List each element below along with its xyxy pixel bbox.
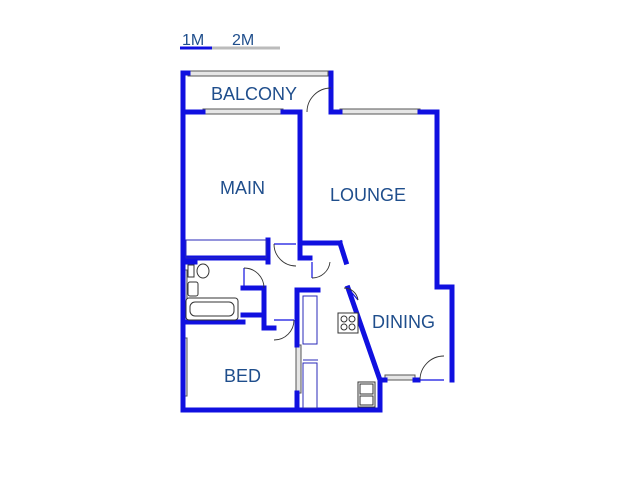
- room-label-bed: BED: [224, 366, 261, 386]
- room-label-lounge: LOUNGE: [330, 185, 406, 205]
- room-label-main: MAIN: [220, 178, 265, 198]
- bathroom-fixtures: [185, 263, 239, 321]
- dining-window: [384, 374, 416, 381]
- kitchen-door: [347, 287, 359, 301]
- room-label-balcony: BALCONY: [211, 84, 297, 104]
- stove: [337, 312, 359, 334]
- toilet: [196, 263, 210, 279]
- walls: [180, 70, 455, 413]
- fixtures-lines: [185, 239, 318, 409]
- main-window: [202, 108, 284, 115]
- bed-inner-window: [295, 344, 302, 394]
- doors: [243, 87, 445, 381]
- scale-bar: 1M 2M: [180, 32, 280, 50]
- scale-label-1m: 1M: [182, 32, 204, 49]
- balcony-window: [187, 70, 329, 77]
- lounge-window: [339, 108, 421, 115]
- scale-label-2m: 2M: [232, 32, 254, 49]
- basin: [187, 281, 199, 297]
- kitchen-fixtures: [337, 312, 376, 408]
- room-label-dining: DINING: [372, 312, 435, 332]
